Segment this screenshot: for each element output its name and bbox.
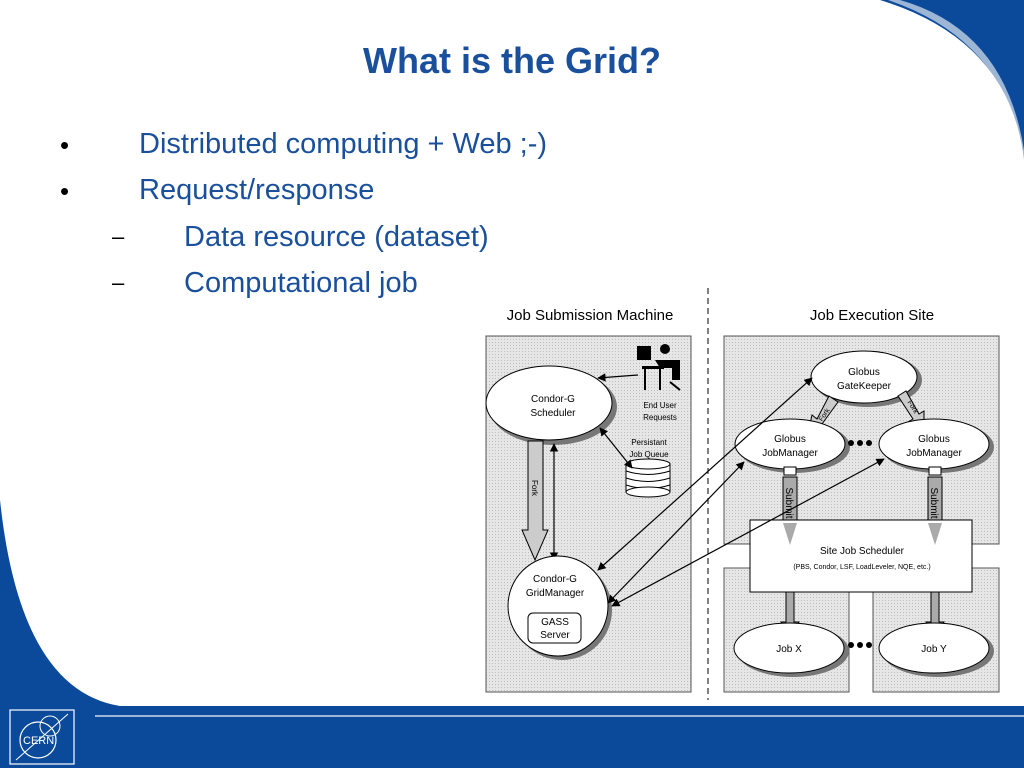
queue-label: Persistant bbox=[631, 438, 667, 447]
right-panel-title: Job Execution Site bbox=[810, 307, 934, 324]
fork-arrow-left: Fork bbox=[521, 440, 549, 562]
gatekeeper-label: Globus bbox=[848, 367, 880, 378]
cern-logo: CERN bbox=[9, 709, 75, 765]
site-scheduler-node: Site Job Scheduler (PBS, Condor, LSF, Lo… bbox=[749, 519, 973, 593]
page-title: What is the Grid? bbox=[362, 40, 661, 81]
job-x-node: Job X bbox=[733, 622, 849, 677]
ellipsis-dots bbox=[848, 440, 872, 446]
site-scheduler-detail: (PBS, Condor, LSF, LoadLeveler, NQE, etc… bbox=[793, 564, 930, 571]
gridmanager-node: Condor-G GridManager GASS Server bbox=[507, 555, 612, 660]
gridmanager-label: Condor-G bbox=[533, 574, 577, 585]
condor-scheduler-node: Condor-G Scheduler bbox=[485, 365, 617, 445]
condor-scheduler-label: Condor-G bbox=[531, 394, 575, 405]
submit-label: Submit bbox=[783, 487, 794, 518]
queue-label: Job Queue bbox=[629, 450, 669, 459]
sub-bullet-marker: – bbox=[112, 270, 125, 295]
end-user-label: Requests bbox=[643, 413, 677, 422]
submit-label: Submit bbox=[928, 487, 939, 518]
sub-bullet-marker: – bbox=[112, 224, 125, 249]
bullet-marker: • bbox=[60, 176, 70, 206]
ellipsis-dots bbox=[848, 642, 872, 648]
gass-server-label: GASS bbox=[541, 617, 569, 628]
job-y-label: Job Y bbox=[921, 644, 947, 655]
site-scheduler-label: Site Job Scheduler bbox=[820, 546, 905, 557]
sub-bullet-item: Data resource (dataset) bbox=[184, 221, 489, 253]
gridmanager-label: GridManager bbox=[526, 588, 585, 599]
bullet-marker: • bbox=[60, 130, 70, 160]
arrow-gridmanager-jobmanager-right bbox=[611, 458, 885, 607]
jobmanager-label: Globus bbox=[918, 434, 950, 445]
gatekeeper-node: Globus GateKeeper bbox=[810, 350, 922, 407]
bullet-item: Distributed computing + Web ;-) bbox=[139, 128, 548, 160]
fork-label: Fork bbox=[530, 480, 539, 497]
condor-scheduler-label: Scheduler bbox=[530, 408, 576, 419]
bullet-item: Request/response bbox=[139, 174, 375, 206]
end-user-label: End User bbox=[643, 401, 677, 410]
jobmanager-label: JobManager bbox=[906, 448, 962, 459]
jobmanager-right-node: Globus JobManager bbox=[878, 418, 994, 473]
job-y-node: Job Y bbox=[878, 622, 994, 677]
gass-server-label: Server bbox=[540, 630, 570, 641]
cern-logo-text: CERN bbox=[23, 735, 54, 747]
jobmanager-label: JobManager bbox=[762, 448, 818, 459]
sub-bullet-item: Computational job bbox=[184, 267, 418, 299]
job-x-label: Job X bbox=[776, 644, 802, 655]
gatekeeper-label: GateKeeper bbox=[837, 381, 892, 392]
left-panel-title: Job Submission Machine bbox=[507, 307, 674, 324]
jobmanager-label: Globus bbox=[774, 434, 806, 445]
database-icon bbox=[625, 458, 671, 498]
